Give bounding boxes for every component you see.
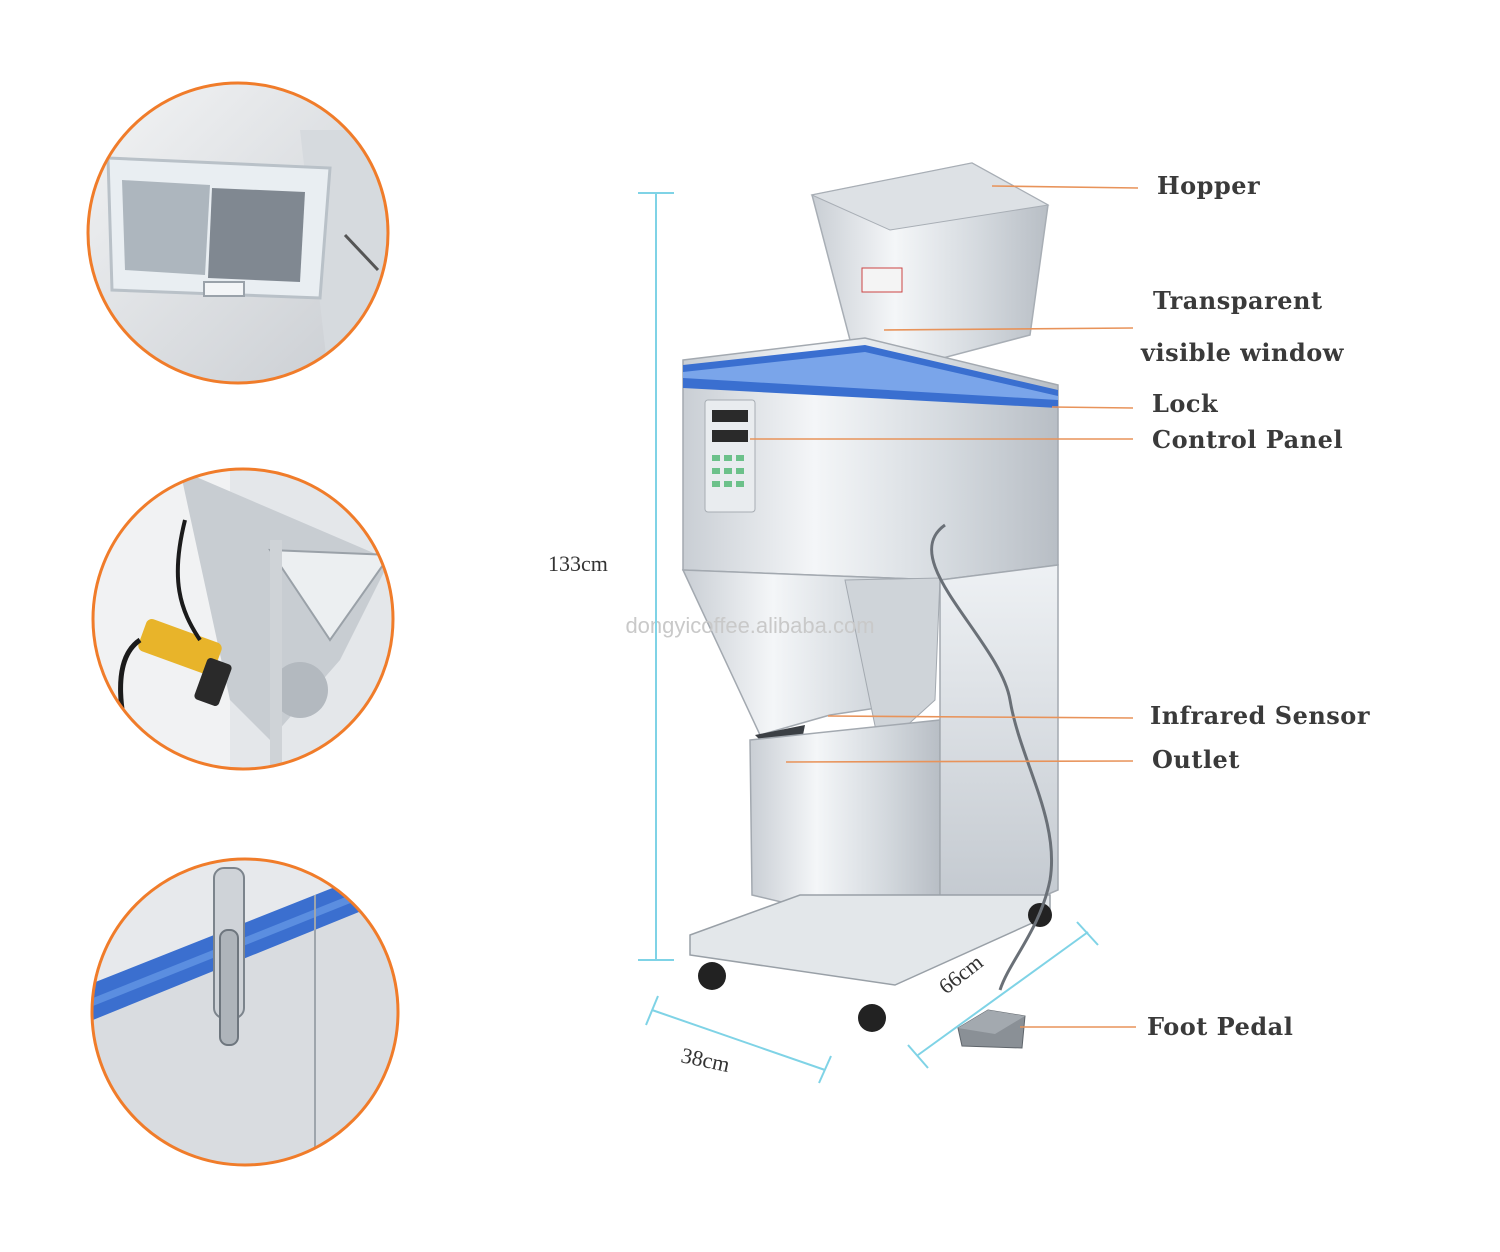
- width-dimension: 38cm: [645, 995, 832, 1084]
- lock-label: Lock: [1152, 389, 1219, 418]
- window-label-line1: Transparent: [1153, 286, 1323, 315]
- height-dimension: 133cm: [548, 192, 674, 961]
- hopper-shape: [810, 162, 1050, 369]
- cable: [930, 523, 1053, 991]
- control-panel-label: Control Panel: [1152, 425, 1343, 454]
- funnel: [681, 569, 941, 775]
- infrared-sensor-label: Infrared Sensor: [1150, 701, 1370, 730]
- watermark-text: dongyicoffee.alibaba.com: [625, 613, 874, 638]
- infrared-sensor-detail: [91, 467, 395, 771]
- window-label-line2: visible window: [1140, 338, 1345, 367]
- outlet-label: Outlet: [1152, 745, 1240, 774]
- hopper-label: Hopper: [1157, 171, 1260, 200]
- filling-machine: [681, 162, 1059, 1049]
- base-plate: [689, 894, 1052, 1032]
- height-label: 133cm: [548, 551, 608, 576]
- foot-pedal-shape: [957, 1009, 1026, 1049]
- lower-body: [749, 564, 1059, 942]
- lock-detail: [90, 857, 400, 1167]
- foot-pedal-label: Foot Pedal: [1147, 1012, 1293, 1041]
- width-label: 38cm: [679, 1042, 732, 1077]
- upper-cabinet: [682, 337, 1059, 581]
- transparent-window-detail: [86, 81, 390, 385]
- leader-lines: [750, 185, 1139, 1028]
